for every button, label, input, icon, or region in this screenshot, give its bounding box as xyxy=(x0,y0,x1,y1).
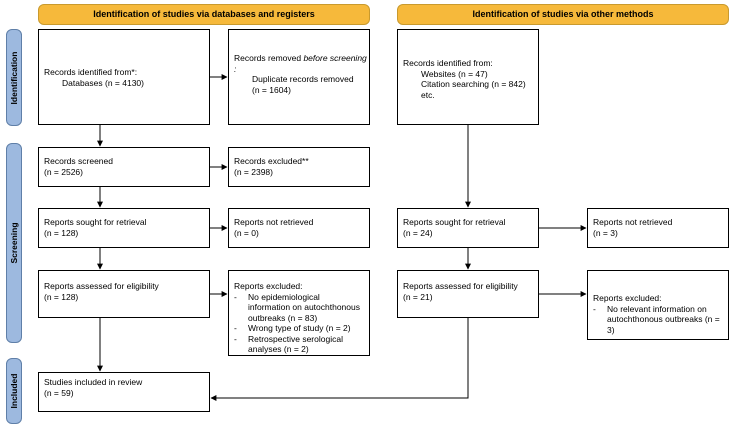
duplicate-records-label: Duplicate records removed xyxy=(252,74,354,84)
duplicate-records-count: (n = 1604) xyxy=(252,84,291,95)
records-identified-label: Records identified from*: xyxy=(44,67,138,77)
studies-included-count: (n = 59) xyxy=(44,387,74,398)
exclusion-reason-text: Wrong type of study (n = 2) xyxy=(248,323,351,333)
reports-excluded-title: Reports excluded: xyxy=(234,281,303,291)
studies-included-label: Studies included in review xyxy=(44,377,143,387)
other-reports-not-retrieved-box: Reports not retrieved (n = 3) xyxy=(587,208,729,248)
reports-assessed-box: Reports assessed for eligibility (n = 12… xyxy=(38,270,210,318)
other-reports-not-retrieved-label: Reports not retrieved xyxy=(593,217,673,227)
other-reports-assessed-box: Reports assessed for eligibility (n = 21… xyxy=(397,270,539,318)
phase-screening-label: Screening xyxy=(9,222,19,264)
other-records-identified-label: Records identified from: xyxy=(403,58,493,68)
exclusion-reason: -No epidemiological information on autoc… xyxy=(234,292,364,324)
phase-screening: Screening xyxy=(6,143,22,343)
other-records-identified-box: Records identified from: Websites (n = 4… xyxy=(397,29,539,125)
other-reports-assessed-label: Reports assessed for eligibility xyxy=(403,281,518,291)
phase-identification-label: Identification xyxy=(9,51,19,104)
reports-sought-label: Reports sought for retrieval xyxy=(44,217,147,227)
reports-excluded-box: Reports excluded: -No epidemiological in… xyxy=(228,270,370,356)
reports-not-retrieved-count: (n = 0) xyxy=(234,227,259,238)
databases-count: Databases (n = 4130) xyxy=(62,77,144,88)
phase-included: Included xyxy=(6,358,22,424)
records-excluded-count: (n = 2398) xyxy=(234,166,273,177)
websites-count: Websites (n = 47) xyxy=(421,68,488,79)
reports-sought-count: (n = 128) xyxy=(44,227,79,238)
exclusion-reason-text: Retrospective serological analyses (n = … xyxy=(248,333,343,355)
other-reports-sought-label: Reports sought for retrieval xyxy=(403,217,506,227)
records-screened-label: Records screened xyxy=(44,156,113,166)
exclusion-reason: -Retrospective serological analyses (n =… xyxy=(234,334,364,355)
records-removed-label-end: : xyxy=(234,64,364,75)
phase-included-label: Included xyxy=(9,373,19,409)
exclusion-reason: -Wrong type of study (n = 2) xyxy=(234,323,351,333)
other-reports-assessed-count: (n = 21) xyxy=(403,291,433,302)
records-removed-label: Records removed before screening xyxy=(234,53,367,63)
reports-not-retrieved-label: Reports not retrieved xyxy=(234,217,314,227)
records-screened-count: (n = 2526) xyxy=(44,166,83,177)
reports-sought-box: Reports sought for retrieval (n = 128) xyxy=(38,208,210,248)
other-sources-label: etc. xyxy=(421,89,435,100)
records-identified-box: Records identified from*: Databases (n =… xyxy=(38,29,210,125)
screening-colon: : xyxy=(234,63,237,74)
other-exclusion-reason: -No relevant information on autochthonou… xyxy=(593,304,723,336)
records-excluded-label: Records excluded** xyxy=(234,156,309,166)
other-exclusion-reason-text: No relevant information on autochthonous… xyxy=(607,303,720,335)
other-reports-not-retrieved-count: (n = 3) xyxy=(593,227,618,238)
before-screening-text: before screening xyxy=(303,53,367,63)
studies-included-box: Studies included in review (n = 59) xyxy=(38,372,210,412)
header-databases: Identification of studies via databases … xyxy=(38,4,370,25)
phase-identification: Identification xyxy=(6,29,22,126)
header-other-methods: Identification of studies via other meth… xyxy=(397,4,729,25)
other-reports-sought-box: Reports sought for retrieval (n = 24) xyxy=(397,208,539,248)
records-removed-box: Records removed before screening : Dupli… xyxy=(228,29,370,125)
reports-not-retrieved-box: Reports not retrieved (n = 0) xyxy=(228,208,370,248)
exclusion-reason-text: No epidemiological information on autoch… xyxy=(248,291,360,323)
records-excluded-box: Records excluded** (n = 2398) xyxy=(228,147,370,187)
other-reports-excluded-title: Reports excluded: xyxy=(593,293,662,303)
records-screened-box: Records screened (n = 2526) xyxy=(38,147,210,187)
citation-searching-count: Citation searching (n = 842) xyxy=(421,79,526,89)
other-reports-excluded-box: Reports excluded: -No relevant informati… xyxy=(587,270,729,340)
other-reports-sought-count: (n = 24) xyxy=(403,227,433,238)
reports-assessed-count: (n = 128) xyxy=(44,291,79,302)
reports-assessed-label: Reports assessed for eligibility xyxy=(44,281,159,291)
